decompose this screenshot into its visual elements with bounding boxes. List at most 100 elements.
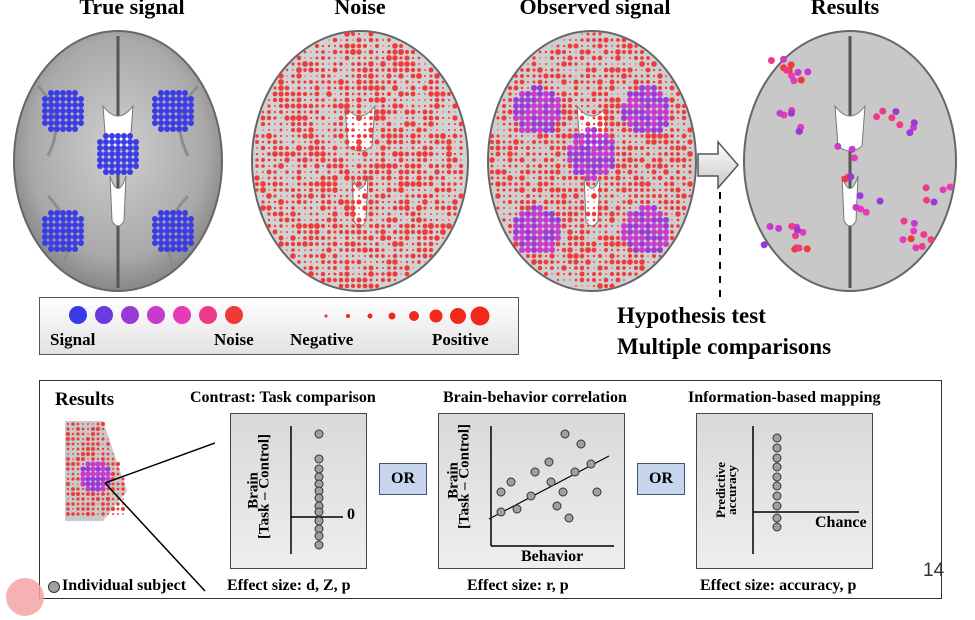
- observed-dot: [513, 85, 519, 91]
- signal-dot: [115, 139, 121, 145]
- noise-dot: [280, 195, 282, 197]
- observed-dot: [532, 80, 536, 84]
- signal-dot: [158, 108, 164, 114]
- observed-dot: [562, 260, 566, 264]
- noise-dot: [339, 44, 343, 48]
- noise-dot: [340, 213, 342, 215]
- observed-dot: [627, 241, 633, 247]
- observed-dot: [519, 115, 525, 121]
- noise-dot: [261, 158, 265, 162]
- noise-dot: [392, 271, 398, 277]
- observed-dot: [628, 176, 632, 180]
- observed-dot: [639, 205, 645, 211]
- noise-dot: [352, 195, 354, 197]
- noise-dot: [418, 99, 420, 101]
- noise-dot: [339, 224, 343, 228]
- observed-dot: [688, 170, 692, 174]
- noise-dot: [314, 223, 320, 229]
- observed-dot: [610, 176, 614, 180]
- observed-dot: [592, 218, 596, 222]
- noise-dot: [380, 229, 386, 235]
- observed-dot: [587, 45, 589, 47]
- noise-dot: [344, 97, 350, 103]
- panel-information-effect: Effect size: accuracy, p: [700, 577, 857, 594]
- result-dot: [899, 236, 907, 244]
- noise-dot: [411, 206, 415, 210]
- signal-dot: [72, 126, 78, 132]
- noise-dot: [363, 182, 367, 186]
- subject-dot: [496, 487, 506, 497]
- signal-dot: [133, 157, 139, 163]
- observed-dot: [544, 68, 548, 72]
- signal-dot: [164, 216, 170, 222]
- observed-dot: [598, 224, 602, 228]
- signal-dot: [54, 120, 60, 126]
- observed-dot: [664, 194, 668, 198]
- observed-dot: [652, 68, 656, 72]
- result-dot: [906, 129, 914, 137]
- noise-dot: [345, 116, 349, 120]
- observed-dot: [615, 121, 621, 127]
- observed-dot: [597, 283, 603, 289]
- thumbnail-dot: [101, 492, 105, 496]
- subject-dot: [314, 507, 324, 517]
- noise-dot: [339, 62, 343, 66]
- signal-dot: [170, 246, 176, 252]
- noise-dot: [392, 205, 398, 211]
- observed-dot: [531, 139, 537, 145]
- hypothesis-test-label: Hypothesis test: [617, 303, 766, 328]
- noise-dot: [392, 139, 398, 145]
- observed-dot: [593, 237, 595, 239]
- observed-dot: [592, 80, 596, 84]
- observed-dot: [525, 199, 531, 205]
- signal-dot: [66, 246, 72, 252]
- noise-dot: [423, 170, 427, 174]
- noise-dot: [314, 151, 320, 157]
- noise-dot: [339, 272, 343, 276]
- noise-dot: [267, 98, 271, 102]
- observed-dot: [557, 183, 559, 185]
- observed-dot: [525, 97, 531, 103]
- noise-dot: [375, 230, 379, 234]
- signal-dot: [121, 133, 127, 139]
- noise-dot: [406, 99, 408, 101]
- observed-dot: [538, 146, 542, 150]
- noise-dot: [400, 261, 402, 263]
- noise-dot: [256, 147, 258, 149]
- noise-dot: [416, 247, 422, 253]
- noise-dot: [418, 93, 420, 95]
- observed-dot: [569, 279, 571, 281]
- observed-dot: [562, 44, 566, 48]
- noise-dot: [344, 31, 350, 37]
- noise-dot: [303, 200, 307, 204]
- observed-dot: [556, 68, 560, 72]
- observed-dot: [543, 127, 549, 133]
- observed-dot: [646, 56, 650, 60]
- observed-dot: [663, 199, 669, 205]
- observed-dot: [531, 115, 537, 121]
- subject-dot: [314, 516, 324, 526]
- noise-dot: [345, 134, 349, 138]
- noise-dot: [424, 213, 426, 215]
- observed-dot: [586, 272, 590, 276]
- observed-dot: [610, 110, 614, 114]
- noise-dot: [410, 73, 416, 79]
- signal-dot: [109, 163, 115, 169]
- observed-dot: [581, 87, 583, 89]
- noise-dot: [398, 175, 404, 181]
- noise-dot: [273, 164, 277, 168]
- noise-dot: [368, 199, 374, 205]
- noise-dot: [362, 151, 368, 157]
- observed-dot: [519, 121, 525, 127]
- signal-dot: [188, 114, 194, 120]
- observed-dot: [616, 254, 620, 258]
- observed-dot: [634, 170, 638, 174]
- noise-dot: [285, 182, 289, 186]
- noise-dot: [410, 67, 416, 73]
- observed-dot: [543, 157, 549, 163]
- noise-dot: [344, 211, 350, 217]
- noise-dot: [285, 200, 289, 204]
- thumbnail-dot: [121, 482, 125, 486]
- noise-dot: [327, 206, 331, 210]
- noise-dot: [296, 115, 302, 121]
